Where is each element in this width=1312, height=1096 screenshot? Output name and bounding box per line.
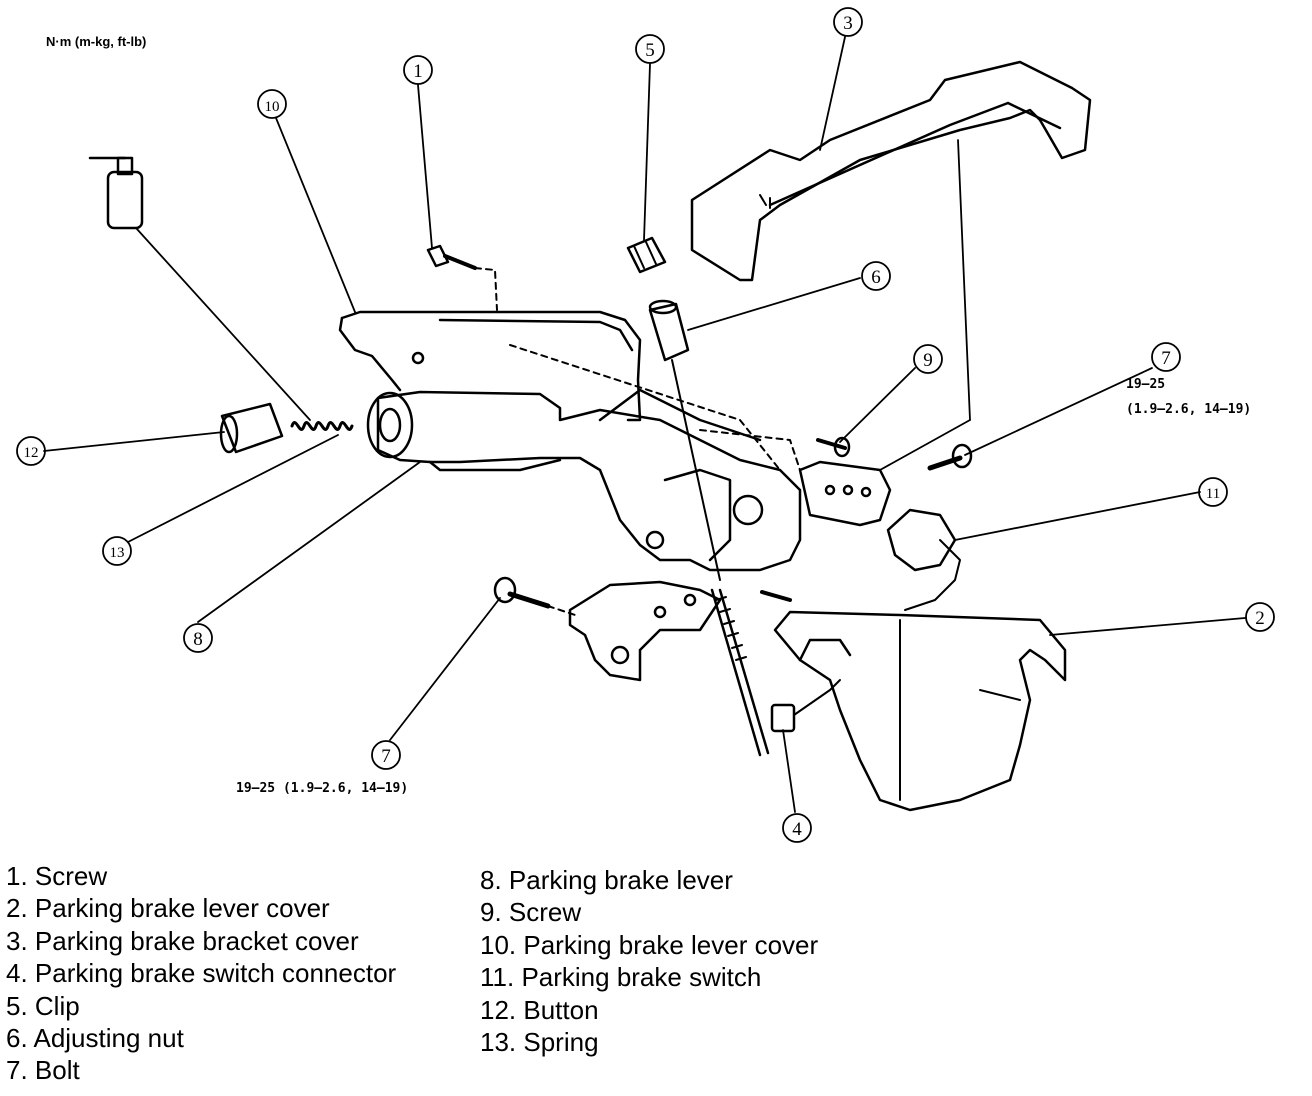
part-switch-plate <box>798 460 892 527</box>
svg-text:1: 1 <box>413 61 423 82</box>
legend-item: 1. Screw <box>6 861 108 891</box>
svg-text:2: 2 <box>1255 608 1265 629</box>
svg-text:13: 13 <box>110 545 125 561</box>
units-label: N·m (m-kg, ft-lb) <box>46 34 147 49</box>
part-lever-cover-lower <box>773 610 1067 812</box>
part-lever-handle <box>366 388 802 572</box>
part-adjusting-nut <box>648 299 690 362</box>
legend-item: 6. Adjusting nut <box>6 1023 184 1054</box>
part-bracket-cover <box>690 60 1092 282</box>
callout-13: 13 <box>102 536 132 566</box>
svg-text:10: 10 <box>265 99 280 115</box>
legend-item: 10. Parking brake lever cover <box>480 929 819 960</box>
svg-text:8: 8 <box>193 629 203 650</box>
legend-item: 8. Parking brake lever <box>480 865 733 895</box>
legend-item: 5. Clip <box>6 990 80 1021</box>
torque-spec-bottom: 19—25 (1.9—2.6, 14—19) <box>236 781 408 796</box>
callout-11: 11 <box>1198 477 1228 507</box>
svg-text:19—25: 19—25 <box>1126 377 1165 392</box>
part-spring <box>290 421 354 431</box>
torque-spec-right: 19—25 (1.9—2.6, 14—19) <box>1126 377 1251 417</box>
svg-text:9: 9 <box>923 350 933 371</box>
parts-legend-left: 1. Screw 2. Parking brake lever cover 3.… <box>6 860 396 1087</box>
svg-text:5: 5 <box>645 40 655 61</box>
part-clip <box>626 236 667 274</box>
svg-text:6: 6 <box>871 267 881 288</box>
part-adjuster-rod <box>671 359 770 757</box>
leader-lines <box>43 36 1246 813</box>
callout-7-right: 7 <box>1151 342 1181 372</box>
legend-item: 13. Spring <box>480 1027 599 1058</box>
callout-12: 12 <box>16 436 46 466</box>
callouts: 1 2 3 4 5 6 7 7 8 9 10 11 12 13 <box>16 7 1275 843</box>
assembly-guides <box>474 267 801 616</box>
callout-5: 5 <box>635 34 665 64</box>
svg-text:11: 11 <box>1206 486 1220 502</box>
part-parking-brake-switch <box>886 508 961 611</box>
legend-item: 4. Parking brake switch connector <box>6 958 397 989</box>
part-bolt-right <box>927 443 973 471</box>
part-screw-9 <box>816 436 851 458</box>
part-pivot-bracket <box>568 580 722 682</box>
callout-10: 10 <box>257 89 287 119</box>
legend-item: 7. Bolt <box>6 1055 80 1086</box>
legend-item: 3. Parking brake bracket cover <box>6 925 359 956</box>
svg-text:3: 3 <box>843 13 853 34</box>
part-screw-1 <box>426 244 477 270</box>
parking-brake-exploded-diagram: 1 2 3 4 5 6 7 7 8 9 10 11 12 13 19—25 ( <box>16 7 1275 843</box>
callout-3: 3 <box>833 7 863 37</box>
callout-4: 4 <box>782 813 812 843</box>
callout-2: 2 <box>1245 602 1275 632</box>
part-bolt-left <box>493 576 551 609</box>
svg-text:7: 7 <box>1161 348 1171 369</box>
callout-8: 8 <box>183 623 213 653</box>
grease-can-icon <box>88 156 144 230</box>
part-switch-connector <box>770 679 841 733</box>
legend-item: 9. Screw <box>480 897 582 928</box>
callout-6: 6 <box>861 261 891 291</box>
callout-1: 1 <box>403 55 433 85</box>
svg-text:(1.9—2.6, 14—19): (1.9—2.6, 14—19) <box>1126 402 1251 417</box>
svg-text:7: 7 <box>381 746 391 767</box>
callout-7-bottom: 7 <box>371 740 401 770</box>
part-button <box>219 402 284 454</box>
svg-text:4: 4 <box>792 819 802 840</box>
legend-item: 12. Button <box>480 994 599 1025</box>
parts-legend-right: 8. Parking brake lever 9. Screw 10. Park… <box>480 864 818 1058</box>
callout-9: 9 <box>913 344 943 374</box>
legend-item: 2. Parking brake lever cover <box>6 893 330 924</box>
part-bolt-small <box>760 590 792 602</box>
legend-item: 11. Parking brake switch <box>480 962 762 993</box>
svg-text:12: 12 <box>24 445 39 461</box>
part-lever-cover-upper <box>338 310 642 422</box>
